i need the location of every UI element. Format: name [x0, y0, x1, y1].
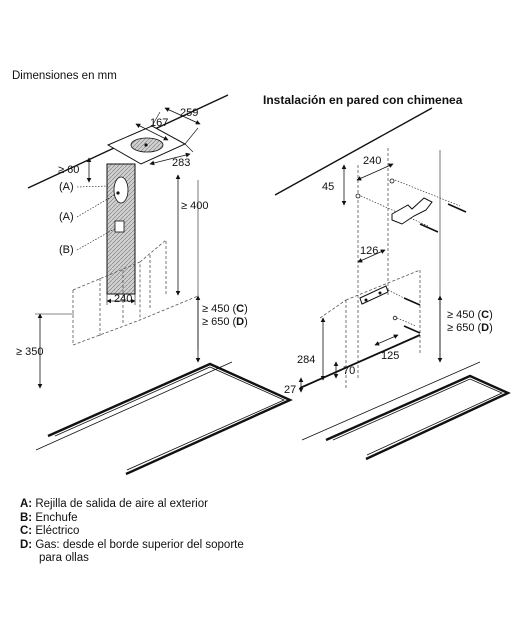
- left-dim-ge400: ≥ 400: [181, 200, 208, 212]
- right-ceiling-line: [274, 107, 433, 196]
- right-lower-screw-2: [403, 325, 421, 334]
- left-dim-ge650: ≥ 650 (D): [202, 316, 248, 328]
- left-callout-b: (B): [59, 244, 74, 256]
- left-leader-a1: [76, 185, 109, 188]
- right-dim-line-240: [356, 163, 394, 181]
- right-dim-27: 27: [284, 384, 296, 396]
- left-diagram: 259 167 283 ≥ 60 (A) (A) (B) ≥ 400 240 ≥…: [16, 94, 293, 476]
- right-dim-240: 240: [363, 155, 381, 167]
- left-leader-b: [76, 227, 117, 251]
- left-dim-ge350: ≥ 350: [16, 346, 43, 358]
- left-dim-ge60: ≥ 60: [58, 164, 79, 176]
- right-dim-126: 126: [360, 245, 378, 257]
- left-callout-a1: (A): [59, 181, 74, 193]
- legend-item-c: C: Eléctrico: [20, 525, 80, 537]
- left-floor-line: [35, 361, 233, 451]
- right-dim-ge650: ≥ 650 (D): [447, 322, 493, 334]
- left-recess-socket: [114, 220, 125, 233]
- right-floor-line: [301, 361, 481, 441]
- right-wall-bracket: [391, 197, 433, 225]
- legend: A: Rejilla de salida de aire al exterior…: [20, 498, 244, 566]
- right-upper-screw-1: [447, 203, 467, 213]
- right-hood-bottom-edge: [299, 334, 421, 389]
- right-dim-line-126: [357, 249, 386, 263]
- right-dim-45: 45: [322, 181, 334, 193]
- left-dim-line-167: [135, 123, 169, 141]
- legend-item-d: D: Gas: desde el borde superior del sopo…: [20, 538, 244, 551]
- legend-item-d-continuation: para ollas: [39, 552, 89, 564]
- right-upper-hole-2: [389, 178, 395, 184]
- left-callout-a2: (A): [59, 211, 74, 223]
- left-recess-marker: [116, 191, 120, 195]
- right-cooktop: [325, 374, 511, 461]
- right-dim-284: 284: [297, 354, 315, 366]
- right-diagram-title: Instalación en pared con chimenea: [263, 93, 463, 107]
- left-dim-283: 283: [172, 157, 190, 169]
- right-upper-hole-1: [355, 193, 361, 199]
- left-dim-ge450: ≥ 450 (C): [202, 303, 248, 315]
- left-diagram-title: Dimensiones en mm: [12, 70, 117, 82]
- legend-item-b: B: Enchufe: [20, 511, 78, 524]
- left-dim-line-259: [164, 107, 201, 125]
- left-recess-air-outlet: [113, 176, 129, 204]
- left-dim-167: 167: [150, 117, 168, 129]
- right-lower-screw-1: [403, 297, 421, 306]
- right-diagram: 240 45 126 284 125 70: [274, 107, 511, 461]
- right-dim-line-125: [374, 334, 399, 346]
- left-plate-center-mark: [144, 143, 148, 147]
- right-dim-125: 125: [381, 350, 399, 362]
- left-cooktop: [47, 362, 293, 476]
- left-dim-line-283: [149, 152, 191, 166]
- left-hood-dashed-outline: [72, 239, 199, 346]
- legend-item-a: A: Rejilla de salida de aire al exterior: [20, 498, 208, 510]
- right-dashed-guides: [319, 148, 421, 390]
- right-upper-screw-2: [419, 223, 439, 233]
- right-dim-ge450: ≥ 450 (C): [447, 309, 493, 321]
- left-dim-240: 240: [114, 293, 132, 305]
- left-dim-259: 259: [180, 107, 198, 119]
